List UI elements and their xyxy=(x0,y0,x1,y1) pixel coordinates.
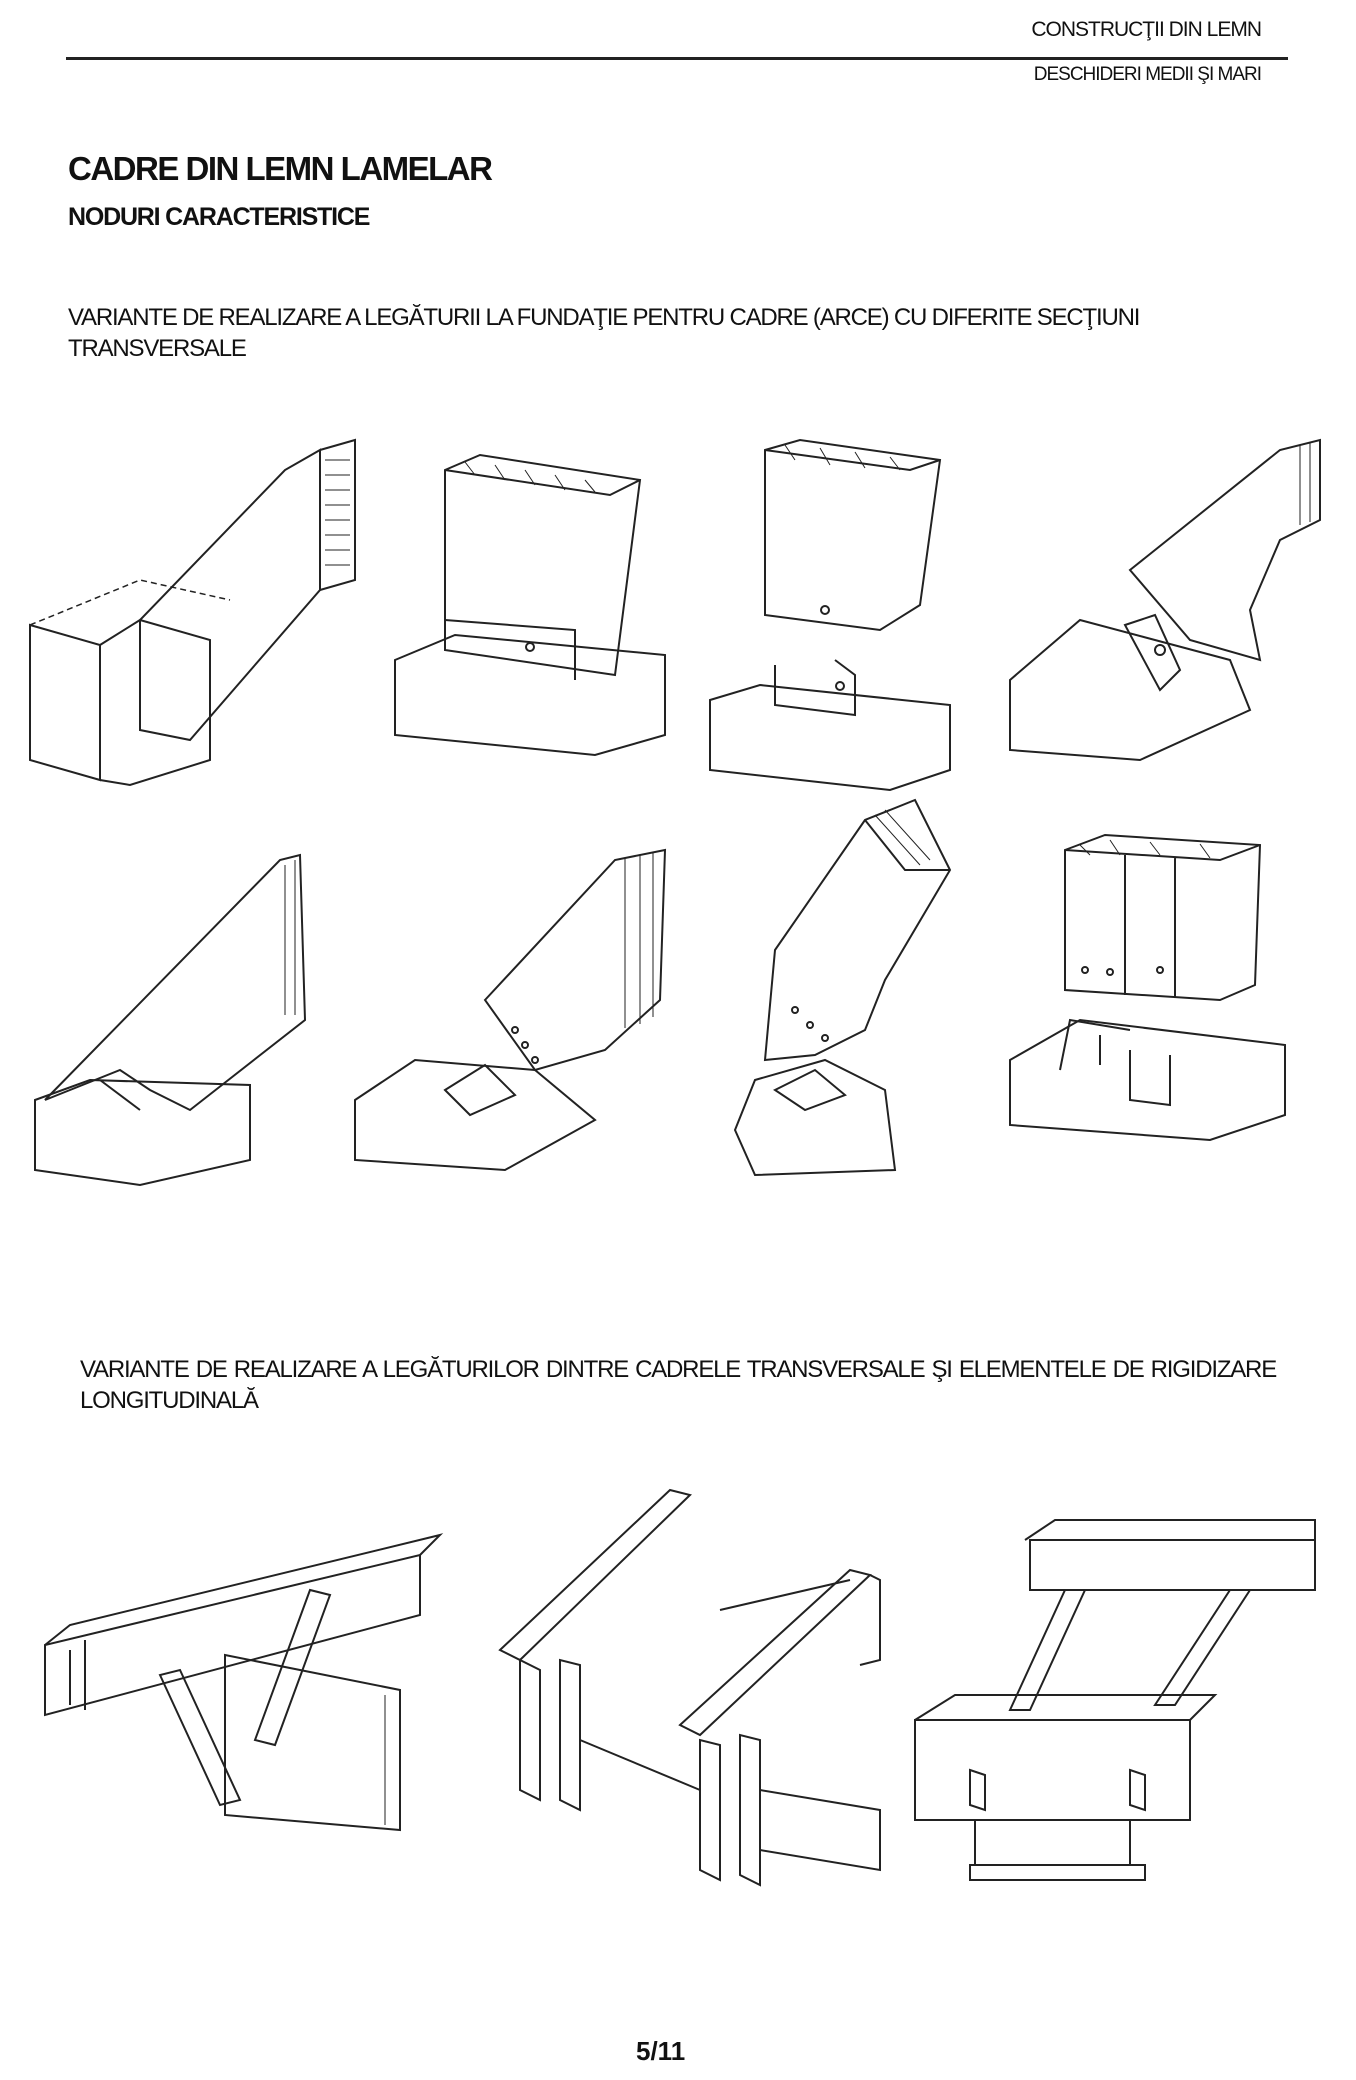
section-subtitle: NODURI CARACTERISTICE xyxy=(68,203,370,231)
header-rule xyxy=(66,57,1288,60)
foundation-detail-5 xyxy=(30,840,307,1195)
chapter-title: DESCHIDERI MEDII ŞI MARI xyxy=(1033,64,1262,85)
foundation-detail-8 xyxy=(1009,830,1300,1185)
foundation-detail-2 xyxy=(394,450,675,765)
bracing-detail-3 xyxy=(914,1519,1316,1905)
bracing-detail-2 xyxy=(480,1488,900,1915)
paragraph-foundation: VARIANTE DE REALIZARE A LEGĂTURII LA FUN… xyxy=(68,304,1140,362)
foundation-detail-1 xyxy=(29,438,370,805)
foundation-detail-7 xyxy=(715,798,975,1185)
book-title: CONSTRUCŢII DIN LEMN xyxy=(1031,18,1262,41)
foundation-detail-4 xyxy=(1009,430,1340,775)
foundation-detail-6 xyxy=(354,840,675,1185)
foundation-detail-3 xyxy=(709,438,960,795)
paragraph-bracing: VARIANTE DE REALIZARE A LEGĂTURILOR DINT… xyxy=(80,1356,1277,1414)
page-number: 5/11 xyxy=(636,2036,686,2066)
bracing-detail-1 xyxy=(40,1515,444,1900)
section-title: CADRE DIN LEMN LAMELAR xyxy=(68,150,493,187)
